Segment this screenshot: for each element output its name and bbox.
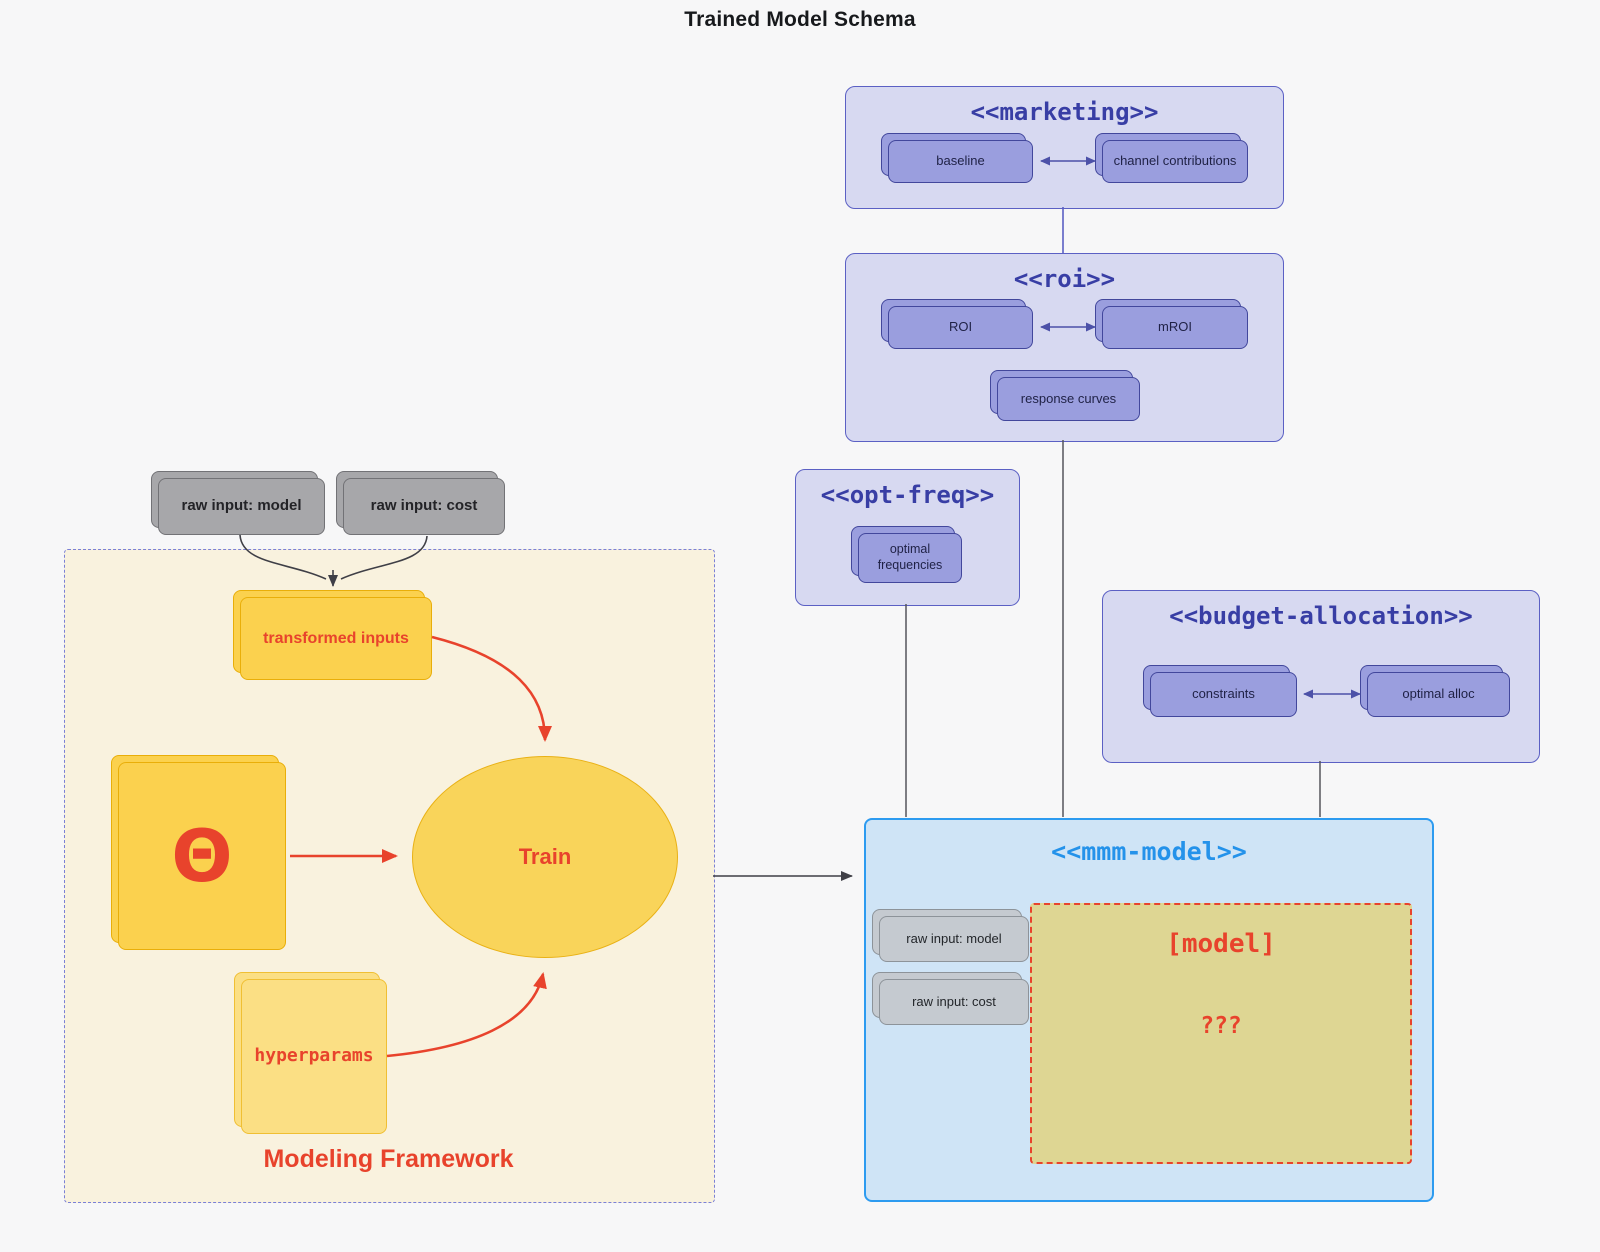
node-mmm-raw-input-cost: raw input: cost: [879, 979, 1029, 1025]
node-transformed-inputs-label: transformed inputs: [263, 629, 409, 647]
model-placeholder-body: ???: [1200, 1013, 1242, 1039]
node-mmm-raw-input-cost-label: raw input: cost: [912, 993, 996, 1009]
page-title: Trained Model Schema: [684, 8, 916, 31]
node-raw-input-cost-label: raw input: cost: [370, 497, 478, 515]
opt-freq-title: <<opt-freq>>: [820, 481, 995, 509]
marketing-title: <<marketing>>: [970, 98, 1159, 126]
node-constraints: constraints: [1150, 672, 1297, 717]
node-mmm-raw-input-model-label: raw input: model: [906, 930, 1002, 946]
node-channel-contributions-label: channel contributions: [1113, 153, 1237, 169]
modeling-framework-label: Modeling Framework: [263, 1145, 514, 1173]
node-roi-label: ROI: [948, 319, 973, 335]
roi-title: <<roi>>: [1013, 265, 1116, 293]
node-constraints-label: constraints: [1192, 686, 1255, 702]
node-raw-input-model-label: raw input: model: [181, 497, 302, 515]
mmm-model-title: <<mmm-model>>: [1051, 837, 1247, 866]
node-channel-contributions: channel contributions: [1102, 140, 1248, 183]
node-hyperparams: hyperparams: [241, 979, 387, 1134]
model-placeholder-title: [model]: [1166, 929, 1276, 959]
node-baseline: baseline: [888, 140, 1033, 183]
node-optimal-frequencies-label: optimal frequencies: [877, 542, 943, 572]
budget-allocation-title: <<budget-allocation>>: [1169, 602, 1473, 630]
node-optimal-frequencies: optimal frequencies: [858, 533, 962, 583]
node-baseline-label: baseline: [936, 153, 985, 169]
node-raw-input-model: raw input: model: [158, 478, 325, 535]
node-train-label: Train: [518, 844, 572, 869]
node-optimal-alloc-label: optimal alloc: [1402, 686, 1475, 702]
node-theta: Θ: [118, 762, 286, 950]
node-transformed-inputs: transformed inputs: [240, 597, 432, 680]
node-hyperparams-label: hyperparams: [254, 1045, 374, 1067]
node-theta-label: Θ: [171, 814, 233, 898]
model-placeholder-box: [model] ???: [1030, 903, 1412, 1164]
node-optimal-alloc: optimal alloc: [1367, 672, 1510, 717]
node-mmm-raw-input-model: raw input: model: [879, 916, 1029, 962]
node-response-curves-label: response curves: [1020, 390, 1117, 406]
node-train: Train: [412, 756, 678, 958]
node-mroi: mROI: [1102, 306, 1248, 349]
node-raw-input-cost: raw input: cost: [343, 478, 505, 535]
node-response-curves: response curves: [997, 377, 1140, 421]
node-mroi-label: mROI: [1158, 319, 1192, 335]
node-roi: ROI: [888, 306, 1033, 349]
